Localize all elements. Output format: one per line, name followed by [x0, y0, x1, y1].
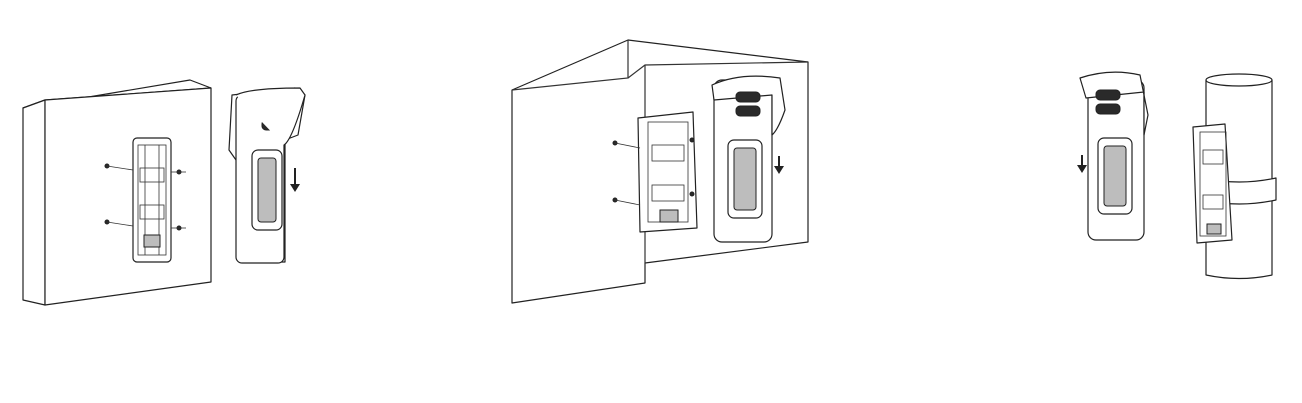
- mounting-bracket: [132, 137, 172, 263]
- detector-device: [711, 75, 786, 243]
- mounting-bracket: [1192, 123, 1233, 244]
- detector-device: [1079, 71, 1149, 241]
- mounting-bracket: [637, 111, 698, 233]
- corner-mount-figure: [511, 39, 809, 304]
- down-arrow-icon: [774, 156, 784, 174]
- screws: [104, 163, 186, 231]
- wall-block: [22, 79, 212, 306]
- screws: [612, 137, 695, 206]
- detector-device: [228, 87, 306, 264]
- down-arrow-icon: [1077, 155, 1087, 173]
- pole-mount-figure: [1077, 71, 1277, 280]
- flat-wall-mount-figure: [22, 79, 306, 306]
- down-arrow-icon: [290, 168, 300, 192]
